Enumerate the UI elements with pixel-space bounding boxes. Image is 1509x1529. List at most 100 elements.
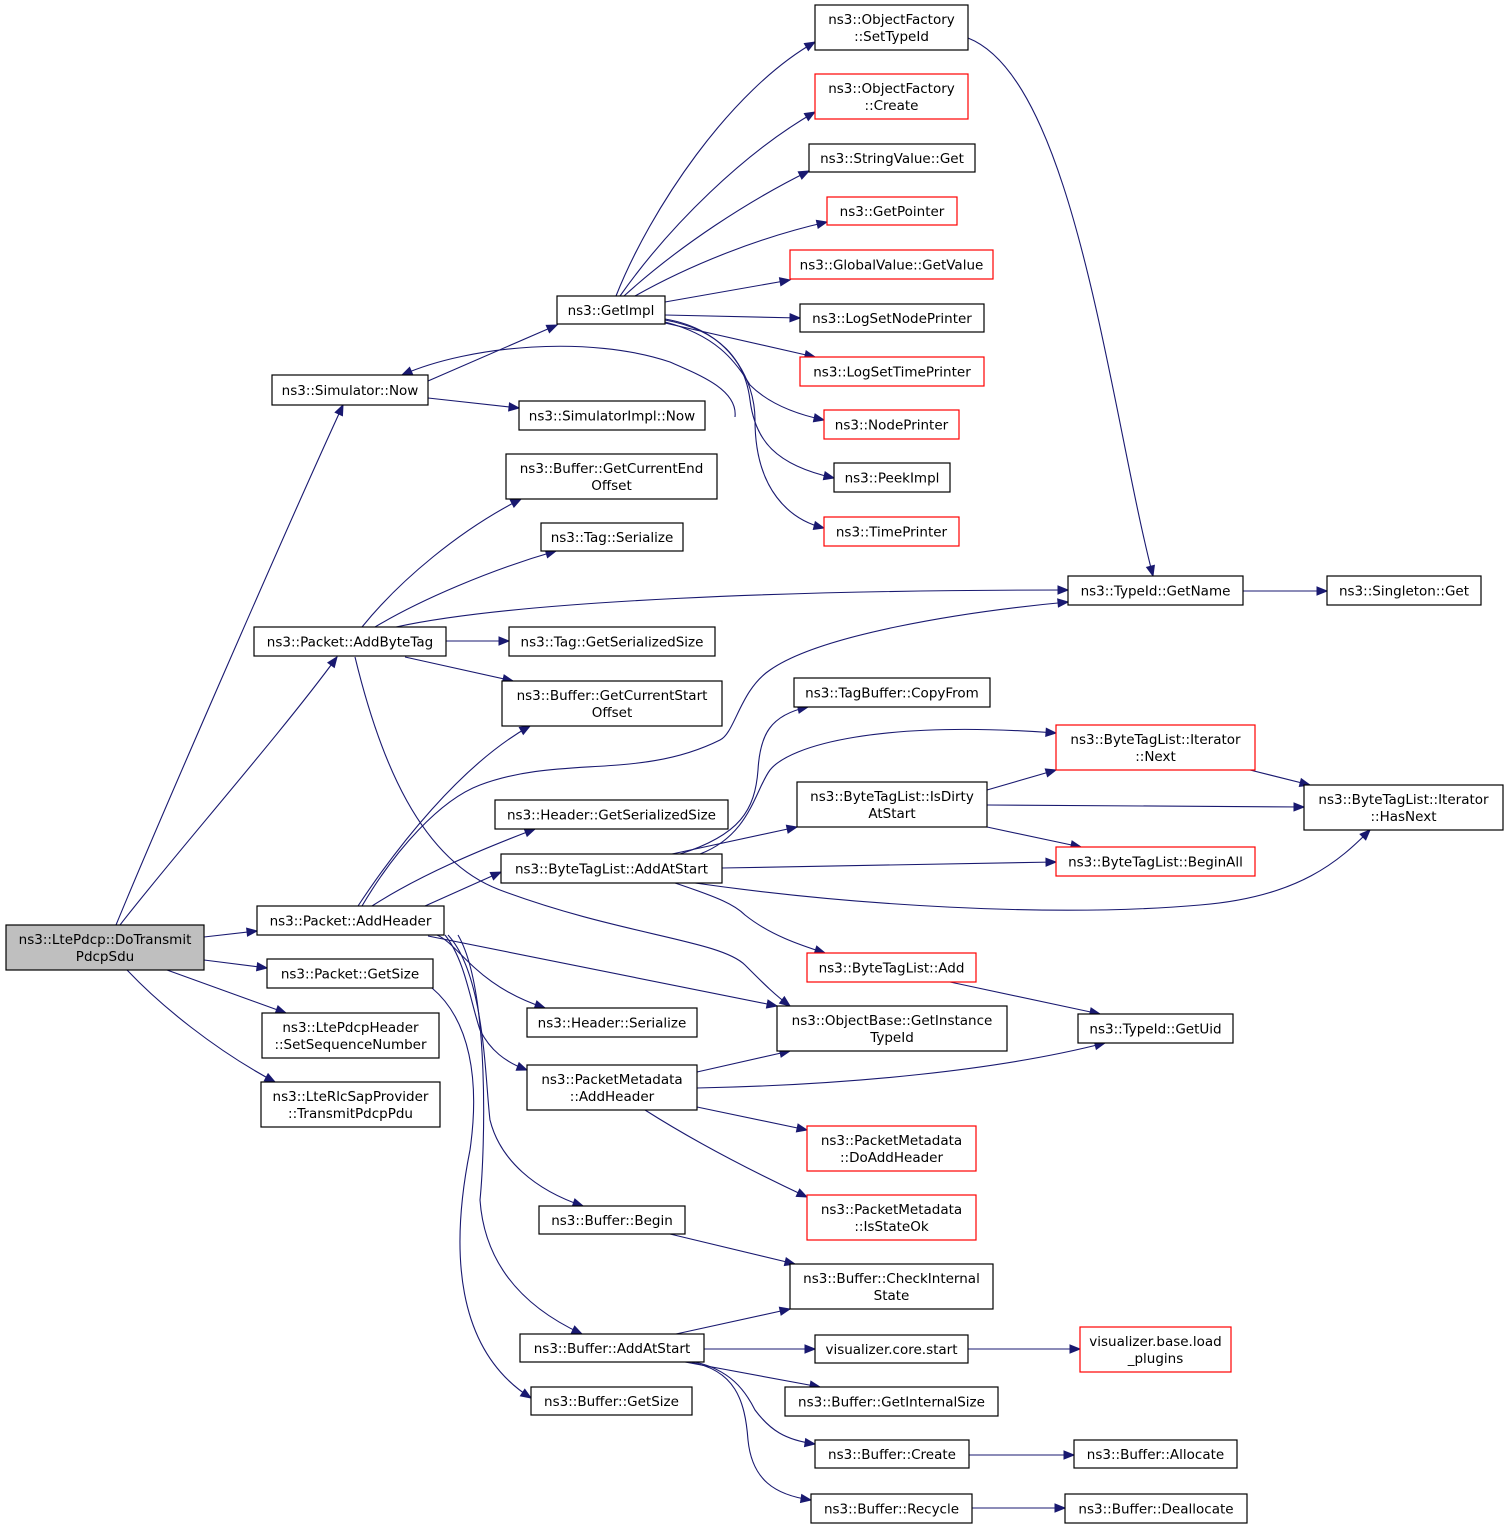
node-sim_now[interactable]: ns3::Simulator::Now bbox=[271, 374, 429, 406]
node-vis_base_load[interactable]: visualizer.base.load_plugins bbox=[1079, 1326, 1232, 1373]
node-of_create[interactable]: ns3::ObjectFactory::Create bbox=[814, 73, 969, 120]
edge-btl_addatstart-to-btl_add bbox=[674, 882, 826, 954]
node-buf_allocate[interactable]: ns3::Buffer::Allocate bbox=[1073, 1439, 1238, 1469]
arrowhead-get_impl-to-of_create bbox=[803, 111, 817, 122]
node-label: ns3::Buffer::Create bbox=[828, 1447, 956, 1463]
node-stringvalue_get[interactable]: ns3::StringValue::Get bbox=[808, 143, 976, 173]
node-box bbox=[789, 249, 994, 280]
edge-root-to-ltepdcphdr_setseq bbox=[166, 969, 287, 1014]
node-typeid_getuid[interactable]: ns3::TypeId::GetUid bbox=[1077, 1013, 1234, 1044]
node-box bbox=[519, 1333, 705, 1363]
node-hdr_serialize[interactable]: ns3::Header::Serialize bbox=[526, 1007, 698, 1038]
node-pkt_addheader[interactable]: ns3::Packet::AddHeader bbox=[256, 905, 445, 936]
node-box bbox=[806, 952, 977, 983]
node-peekimpl[interactable]: ns3::PeekImpl bbox=[833, 462, 951, 493]
node-simimpl_now[interactable]: ns3::SimulatorImpl::Now bbox=[518, 400, 706, 431]
node-log_node[interactable]: ns3::LogSetNodePrinter bbox=[799, 303, 985, 333]
arrowhead-sim_now-to-simimpl_now bbox=[508, 402, 521, 412]
edge-btl_addatstart-to-btl_isdirty bbox=[671, 826, 798, 855]
edge-pm_addheader-to-objbase_getinst bbox=[696, 1050, 791, 1073]
edge-pm_addheader-to-pm_isstateok bbox=[644, 1109, 808, 1198]
node-label: ns3::Packet::AddHeader bbox=[270, 914, 432, 930]
node-tagbuf_copyfrom[interactable]: ns3::TagBuffer::CopyFrom bbox=[793, 677, 991, 708]
node-pm_addheader[interactable]: ns3::PacketMetadata::AddHeader bbox=[526, 1064, 698, 1111]
node-box bbox=[814, 1334, 969, 1364]
node-singleton_get[interactable]: ns3::Singleton::Get bbox=[1326, 575, 1482, 606]
node-buf_create[interactable]: ns3::Buffer::Create bbox=[814, 1439, 970, 1469]
node-label: ::HasNext bbox=[1370, 809, 1436, 825]
node-log_time[interactable]: ns3::LogSetTimePrinter bbox=[799, 356, 985, 387]
node-label: ::DoAddHeader bbox=[840, 1150, 943, 1166]
node-box bbox=[530, 1386, 693, 1416]
arrowhead-btl_isdirty-to-btl_iter_next bbox=[1044, 768, 1058, 778]
node-btl_iter_next[interactable]: ns3::ByteTagList::Iterator::Next bbox=[1055, 724, 1256, 771]
node-label: ns3::ByteTagList::IsDirty bbox=[810, 789, 974, 805]
node-buf_getinternalsize[interactable]: ns3::Buffer::GetInternalSize bbox=[784, 1386, 999, 1417]
node-label: ns3::Header::GetSerializedSize bbox=[507, 808, 716, 824]
node-label: ns3::ObjectBase::GetInstance bbox=[792, 1013, 993, 1029]
edge-btl_add-to-typeid_getuid bbox=[949, 981, 1101, 1015]
node-btl_beginall[interactable]: ns3::ByteTagList::BeginAll bbox=[1055, 846, 1256, 877]
node-label: ::SetSequenceNumber bbox=[274, 1037, 427, 1053]
node-btl_iter_hasnext[interactable]: ns3::ByteTagList::Iterator::HasNext bbox=[1303, 784, 1504, 831]
node-pm_doaddheader[interactable]: ns3::PacketMetadata::DoAddHeader bbox=[806, 1125, 977, 1172]
node-tag_getsersize[interactable]: ns3::Tag::GetSerializedSize bbox=[508, 626, 716, 657]
node-lterlc_transmit[interactable]: ns3::LteRlcSapProvider::TransmitPdcpPdu bbox=[260, 1081, 441, 1128]
node-box bbox=[814, 73, 969, 120]
node-box bbox=[526, 1007, 698, 1038]
node-label: ns3::Buffer::GetCurrentEnd bbox=[520, 461, 704, 477]
node-buf_begin[interactable]: ns3::Buffer::Begin bbox=[538, 1205, 686, 1235]
node-nodeprinter[interactable]: ns3::NodePrinter bbox=[823, 409, 960, 440]
edge-pkt_addbytetag-to-buf_getcurend bbox=[361, 498, 522, 628]
node-label: ns3::TypeId::GetUid bbox=[1089, 1022, 1221, 1038]
arrowhead-root-to-ltepdcphdr_setseq bbox=[274, 1004, 288, 1014]
node-buf_getsize[interactable]: ns3::Buffer::GetSize bbox=[530, 1386, 693, 1416]
node-buf_recycle[interactable]: ns3::Buffer::Recycle bbox=[810, 1493, 973, 1524]
arrowhead-pm_addheader-to-pm_doaddheader bbox=[795, 1123, 809, 1133]
node-label: ns3::StringValue::Get bbox=[820, 151, 964, 167]
node-buf_addatstart[interactable]: ns3::Buffer::AddAtStart bbox=[519, 1333, 705, 1363]
node-btl_add[interactable]: ns3::ByteTagList::Add bbox=[806, 952, 977, 983]
node-buf_deallocate[interactable]: ns3::Buffer::Deallocate bbox=[1064, 1493, 1248, 1524]
node-pm_isstateok[interactable]: ns3::PacketMetadata::IsStateOk bbox=[806, 1194, 977, 1241]
node-label: ::Next bbox=[1135, 749, 1176, 765]
arrowhead-buf_addatstart-to-buf_checkinternal bbox=[778, 1306, 792, 1316]
edge-root-to-sim_now bbox=[115, 404, 344, 926]
node-timeprinter[interactable]: ns3::TimePrinter bbox=[823, 516, 960, 547]
node-box bbox=[1064, 1493, 1248, 1524]
node-ltepdcphdr_setseq[interactable]: ns3::LtePdcpHeader::SetSequenceNumber bbox=[261, 1012, 440, 1059]
arrowhead-root-to-pkt_getsize bbox=[255, 961, 269, 972]
node-box bbox=[256, 905, 445, 936]
node-tag_serialize[interactable]: ns3::Tag::Serialize bbox=[540, 522, 684, 552]
node-label: ns3::SimulatorImpl::Now bbox=[529, 409, 695, 425]
node-box bbox=[505, 453, 718, 500]
edge-pkt_addheader-to-pm_addheader bbox=[444, 934, 528, 1071]
arrowhead-get_impl-to-peekimpl bbox=[822, 471, 836, 481]
arrowhead-pkt_addheader-to-buf_getcurstart bbox=[518, 725, 532, 736]
node-btl_addatstart[interactable]: ns3::ByteTagList::AddAtStart bbox=[500, 853, 723, 884]
arrowhead-btl_addatstart-to-btl_isdirty bbox=[785, 824, 799, 834]
node-vis_core_start[interactable]: visualizer.core.start bbox=[814, 1334, 969, 1364]
node-gv_getvalue[interactable]: ns3::GlobalValue::GetValue bbox=[789, 249, 994, 280]
node-label: ns3::Header::Serialize bbox=[538, 1016, 687, 1032]
node-pkt_addbytetag[interactable]: ns3::Packet::AddByteTag bbox=[253, 626, 447, 657]
node-hdr_getsersize[interactable]: ns3::Header::GetSerializedSize bbox=[494, 799, 729, 830]
node-of_settypeid[interactable]: ns3::ObjectFactory::SetTypeId bbox=[814, 4, 969, 51]
node-label: ns3::PacketMetadata bbox=[821, 1202, 962, 1218]
node-getpointer[interactable]: ns3::GetPointer bbox=[826, 196, 958, 226]
node-typeid_getname[interactable]: ns3::TypeId::GetName bbox=[1067, 575, 1244, 606]
node-box bbox=[806, 1125, 977, 1172]
node-pkt_getsize[interactable]: ns3::Packet::GetSize bbox=[266, 958, 434, 989]
node-box bbox=[776, 1005, 1008, 1052]
node-box bbox=[538, 1205, 686, 1235]
node-get_impl[interactable]: ns3::GetImpl bbox=[556, 295, 666, 325]
node-box bbox=[814, 4, 969, 51]
node-box bbox=[799, 303, 985, 333]
